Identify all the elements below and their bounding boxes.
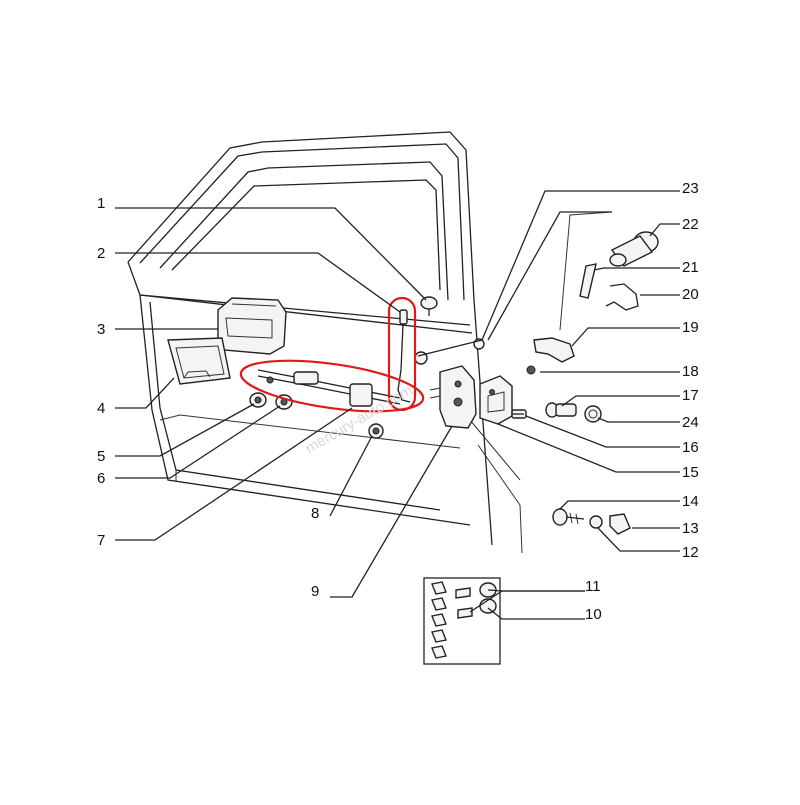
callout-16: 16 — [682, 439, 699, 456]
part-21-key — [579, 263, 597, 299]
part-18-screw — [526, 365, 536, 375]
callout-7: 7 — [97, 532, 105, 549]
callout-24: 24 — [682, 414, 699, 431]
inset-keys-box — [423, 577, 501, 665]
part-17-pin — [545, 402, 577, 418]
callout-11: 11 — [585, 578, 601, 595]
callout-10: 10 — [585, 606, 602, 623]
callout-9: 9 — [311, 583, 319, 600]
part-4-handle-bezel — [167, 337, 231, 385]
part-15-striker — [479, 375, 513, 425]
callout-15: 15 — [682, 464, 699, 481]
part-13-clip-nut — [609, 513, 631, 535]
callout-19: 19 — [682, 319, 699, 336]
callout-5: 5 — [97, 448, 105, 465]
callout-23: 23 — [682, 180, 699, 197]
part-5-clip — [249, 392, 267, 408]
callout-12: 12 — [682, 544, 699, 561]
part-19-lever — [533, 337, 575, 363]
callout-2: 2 — [97, 245, 105, 262]
part-10-key — [479, 598, 497, 614]
highlight-vertical-rod — [387, 296, 417, 412]
leader-lines — [115, 190, 680, 620]
part-24-washer — [584, 405, 602, 423]
part-1-lock-button — [420, 296, 438, 316]
part-2-rod — [397, 309, 411, 403]
part-14-screw — [552, 508, 585, 526]
callout-22: 22 — [682, 216, 699, 233]
part-22-lock-cylinder — [609, 231, 659, 267]
callout-4: 4 — [97, 400, 105, 417]
callout-13: 13 — [682, 520, 699, 537]
part-20-retaining-clip — [605, 283, 639, 311]
callout-17: 17 — [682, 387, 699, 404]
part-7-linkage-rod — [257, 369, 401, 407]
part-9-lock-mechanism — [414, 351, 477, 429]
callout-3: 3 — [97, 321, 105, 338]
callout-6: 6 — [97, 470, 105, 487]
part-3-inner-handle — [217, 297, 287, 355]
highlight-linkage-rod — [239, 359, 425, 413]
callout-labels: 1 2 3 4 5 6 7 8 9 10 11 12 13 14 15 16 1… — [97, 180, 699, 623]
keys-column — [431, 581, 473, 659]
door-outline — [127, 131, 613, 554]
part-8-clip — [368, 423, 384, 439]
highlight-marks — [239, 296, 425, 413]
callout-8: 8 — [311, 505, 319, 522]
callout-20: 20 — [682, 286, 699, 303]
callout-21: 21 — [682, 259, 699, 276]
part-12-washer — [589, 515, 603, 529]
callout-14: 14 — [682, 493, 699, 510]
part-16-screw — [511, 409, 527, 419]
callout-1: 1 — [97, 195, 105, 212]
callout-18: 18 — [682, 363, 699, 380]
